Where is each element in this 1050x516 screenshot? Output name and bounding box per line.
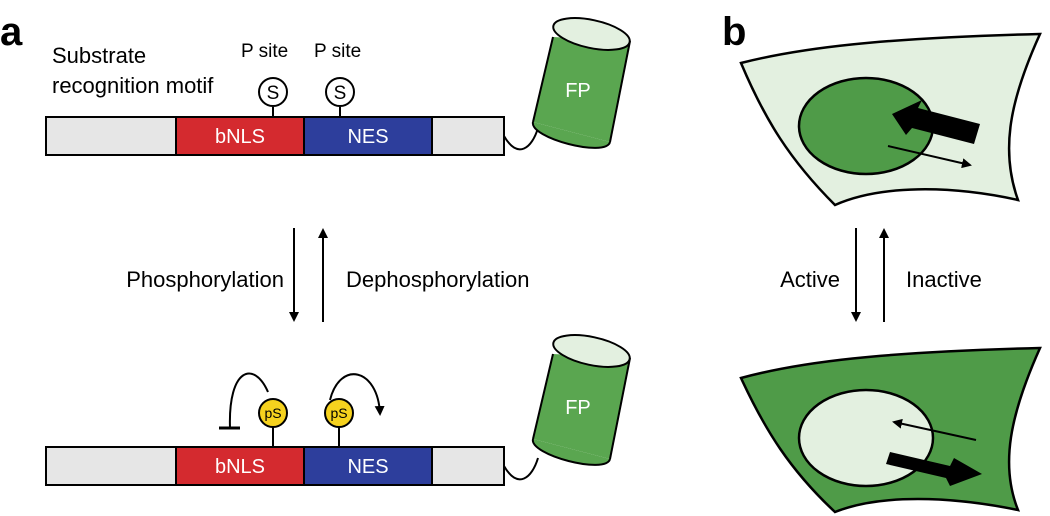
serine-1-symbol: S <box>267 83 280 104</box>
bottom-cell <box>739 346 1042 514</box>
export-promote-arrow <box>329 373 385 416</box>
top-cell <box>739 32 1042 207</box>
p-site-2-label: P site <box>314 41 361 62</box>
substrate-label-line2: recognition motif <box>52 73 214 98</box>
phospho-serine-1-label: pS <box>264 405 281 421</box>
serine-2-circle <box>325 77 355 107</box>
phospho-serine-1-circle <box>258 398 288 428</box>
active-label: Active <box>780 267 840 292</box>
bottom-left-gray-segment <box>45 446 177 486</box>
substrate-label-line1: Substrate <box>52 43 146 68</box>
top-bnls-segment <box>175 116 305 156</box>
top-fp-barrel: FP <box>532 17 631 149</box>
serine-2: S <box>325 77 355 117</box>
bottom-fp-barrel: FP <box>532 334 631 466</box>
phospho-serine-1: pS <box>258 398 288 447</box>
top-nes-label: NES <box>347 126 388 148</box>
serine-2-symbol: S <box>334 83 347 104</box>
p-site-1-label: P site <box>241 41 288 62</box>
top-cell-export-arrow <box>887 145 972 169</box>
bottom-cell-import-arrow <box>892 418 977 441</box>
phospho-serine-2-label: pS <box>330 405 347 421</box>
panel-a-letter: a <box>0 10 23 54</box>
top-bnls-label: bNLS <box>215 126 265 148</box>
bottom-nes-label: NES <box>347 456 388 478</box>
serine-1-circle <box>258 77 288 107</box>
phospho-serine-2-circle <box>324 398 354 428</box>
top-construct: Substrate recognition motif P site P sit… <box>45 17 631 156</box>
bottom-fp-label: FP <box>565 397 591 419</box>
panel-b-letter: b <box>722 10 746 54</box>
bottom-nes-segment <box>303 446 433 486</box>
bottom-linker <box>503 457 539 481</box>
dephosphorylation-label: Dephosphorylation <box>346 267 529 292</box>
bottom-bnls-segment <box>175 446 305 486</box>
bottom-bnls-label: bNLS <box>215 456 265 478</box>
top-cell-import-arrow <box>892 100 980 144</box>
top-right-gray-segment <box>431 116 505 156</box>
top-left-gray-segment <box>45 116 177 156</box>
panel-b-transition: Active Inactive <box>780 228 982 322</box>
phosphorylation-label: Phosphorylation <box>126 267 284 292</box>
inhibition-curve <box>228 372 269 429</box>
bottom-construct: pS pS bNLS NES FP <box>45 334 631 486</box>
top-linker <box>503 127 539 151</box>
phospho-serine-2: pS <box>324 398 354 447</box>
serine-1: S <box>258 77 288 117</box>
bottom-right-gray-segment <box>431 446 505 486</box>
bottom-cell-nucleus <box>797 388 935 488</box>
inactive-label: Inactive <box>906 267 982 292</box>
top-fp-label: FP <box>565 80 591 102</box>
bottom-cell-export-arrow <box>886 452 982 486</box>
top-nes-segment <box>303 116 433 156</box>
panel-a-transition: Phosphorylation Dephosphorylation <box>126 228 529 322</box>
